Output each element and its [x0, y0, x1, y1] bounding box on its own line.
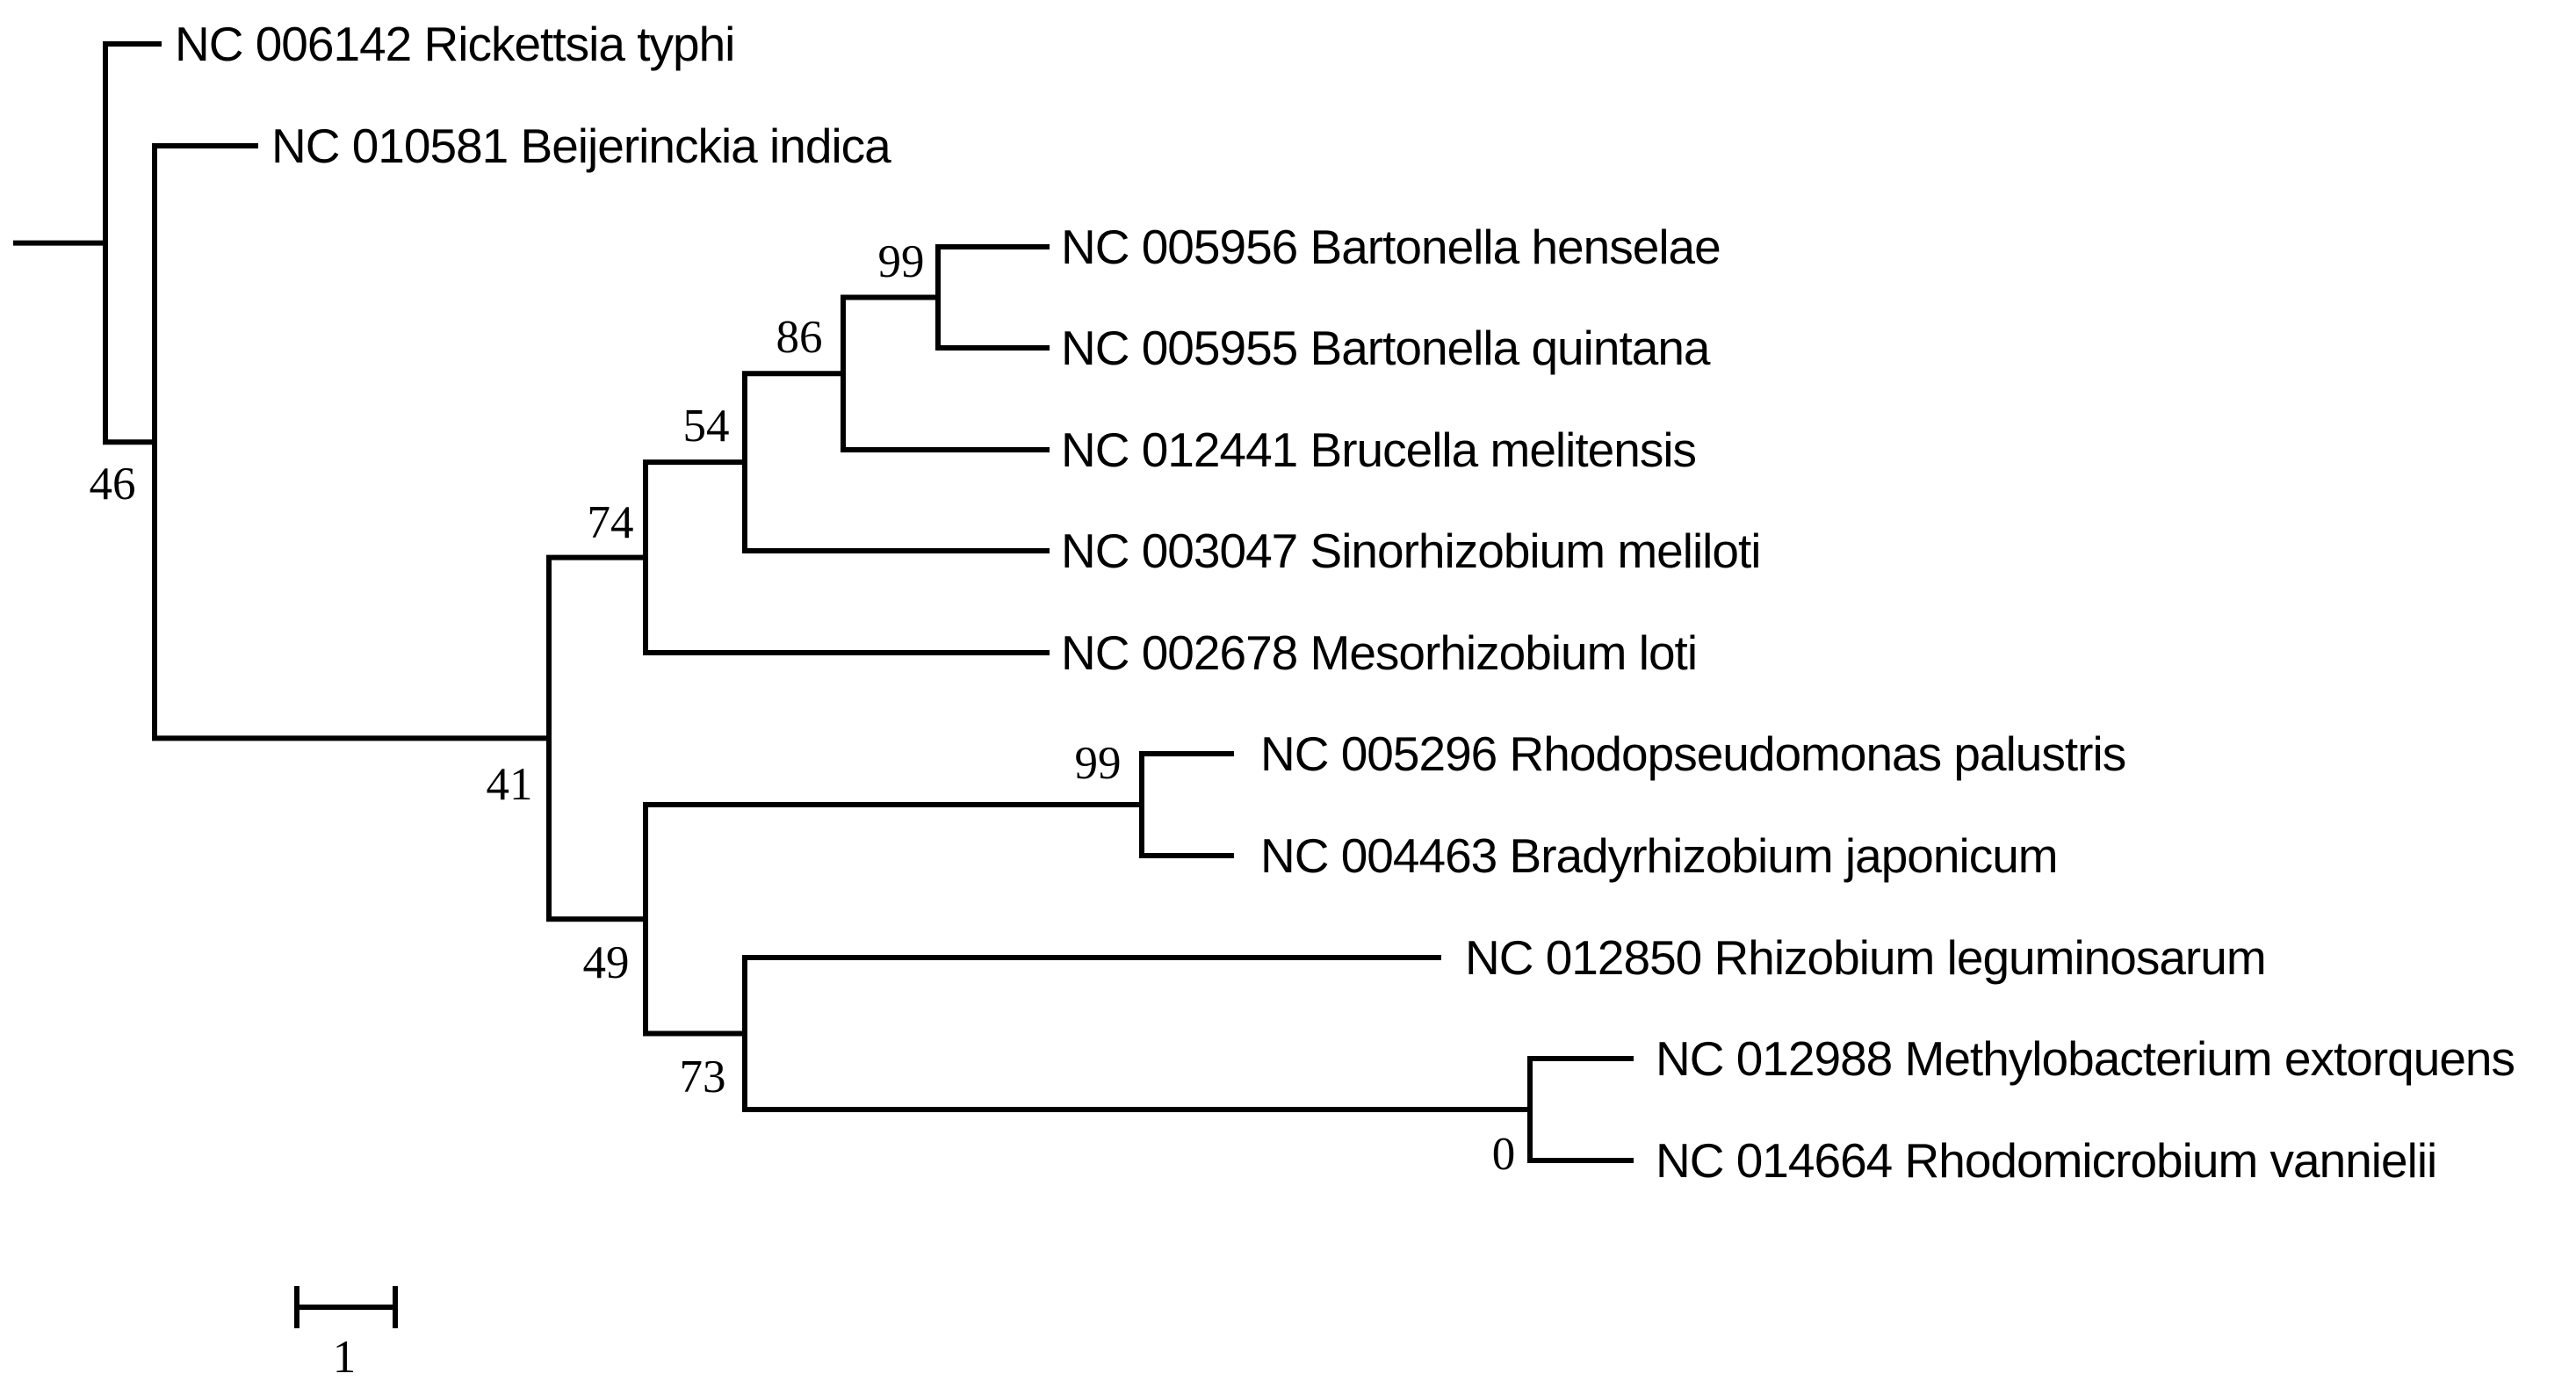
- taxon-label-bradyrhizobium-japonicum: NC 004463 Bradyrhizobium japonicum: [1260, 828, 2058, 883]
- bracket-clade-41: [546, 554, 646, 922]
- taxon-label-rhodopseudomonas-palustris: NC 005296 Rhodopseudomonas palustris: [1260, 727, 2125, 781]
- bootstrap-value-46: 46: [90, 459, 136, 510]
- bootstrap-value-41: 41: [487, 759, 533, 810]
- bootstrap-value-99-bradyrhizobium: 99: [1075, 738, 1122, 789]
- taxon-label-rhodomicrobium-vannielii: NC 014664 Rhodomicrobium vannielii: [1656, 1133, 2436, 1188]
- bootstrap-value-99-bartonella: 99: [878, 236, 925, 287]
- taxon-label-beijerinckia-indica: NC 010581 Beijerinckia indica: [271, 119, 891, 173]
- taxon-label-brucella-melitensis: NC 012441 Brucella melitensis: [1061, 423, 1696, 477]
- bracket-clade-0: [1527, 1056, 1634, 1163]
- taxon-label-bartonella-henselae: NC 005956 Bartonella henselae: [1061, 220, 1721, 274]
- taxon-label-rickettsia-typhi: NC 006142 Rickettsia typhi: [175, 17, 734, 71]
- bootstrap-value-49: 49: [583, 937, 630, 988]
- bootstrap-value-0: 0: [1492, 1129, 1516, 1180]
- bootstrap-value-86: 86: [776, 312, 823, 363]
- taxon-label-sinorhizobium-meliloti: NC 003047 Sinorhizobium meliloti: [1061, 524, 1760, 578]
- bracket-clade-99-bradyrhizobium: [1139, 751, 1234, 858]
- taxon-label-rhizobium-leguminosarum: NC 012850 Rhizobium leguminosarum: [1465, 930, 2266, 985]
- bracket-clade-54: [742, 371, 1050, 553]
- bracket-clade-73: [742, 955, 1530, 1112]
- bracket-clade-49: [643, 802, 1142, 1037]
- scale-bar: [294, 1286, 398, 1328]
- bracket-clade-86: [841, 294, 1050, 452]
- taxon-label-methylobacterium-extorquens: NC 012988 Methylobacterium extorquens: [1656, 1031, 2515, 1086]
- bracket-clade-46: [152, 143, 549, 741]
- bracket-clade-74: [643, 459, 1050, 655]
- bootstrap-value-74: 74: [588, 497, 634, 548]
- bracket-root-split: [103, 41, 162, 445]
- taxon-label-bartonella-quintana: NC 005955 Bartonella quintana: [1061, 321, 1711, 375]
- bootstrap-value-54: 54: [683, 401, 730, 452]
- scale-bar-label: 1: [333, 1332, 357, 1383]
- bootstrap-value-73: 73: [680, 1052, 726, 1102]
- bracket-clade-99-bartonella: [935, 244, 1050, 351]
- taxon-label-mesorhizobium-loti: NC 002678 Mesorhizobium loti: [1061, 625, 1697, 680]
